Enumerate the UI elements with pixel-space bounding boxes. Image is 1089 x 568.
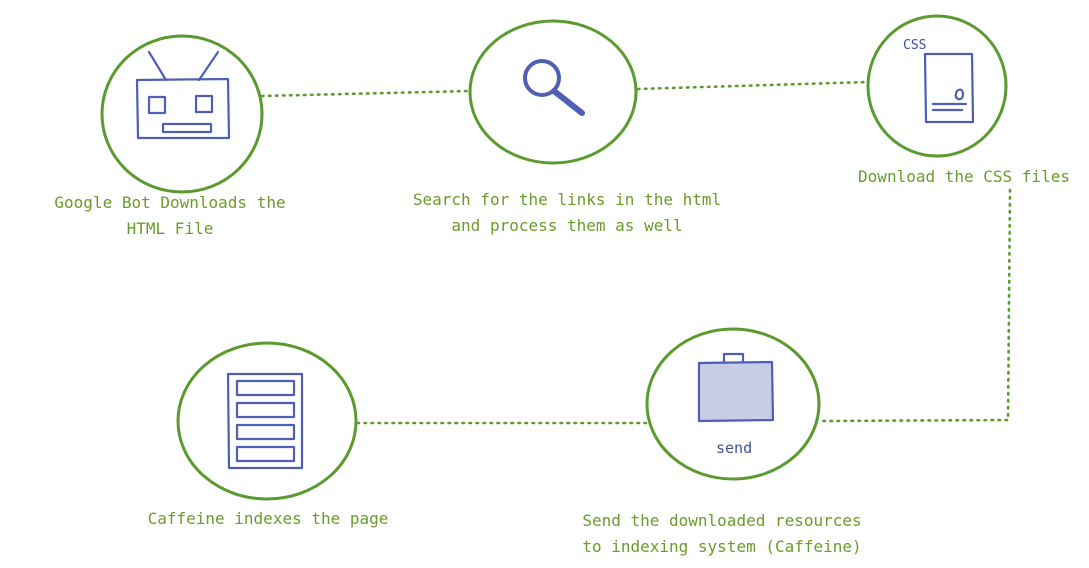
connector-search-css <box>636 80 870 91</box>
caption-line: Search for the links in the html <box>412 190 722 209</box>
caption-css: Download the CSS files <box>858 164 1070 190</box>
caption-caffeine: Caffeine indexes the page <box>148 506 389 532</box>
caption-line: Send the downloaded resources <box>582 511 862 530</box>
node-ring-googlebot <box>100 34 264 194</box>
index-list-icon <box>226 372 304 470</box>
connector-css-send <box>818 188 1012 423</box>
folder-icon: send <box>697 352 775 457</box>
node-ring-css <box>866 14 1008 158</box>
caption-search: Search for the links in the html and pro… <box>413 187 721 239</box>
caption-send: Send the downloaded resources to indexin… <box>582 508 861 560</box>
node-ring-search <box>468 19 638 165</box>
caption-line: and process them as well <box>451 216 683 235</box>
caption-line: Caffeine indexes the page <box>147 509 389 528</box>
magnifier-icon <box>523 59 585 116</box>
caption-line: Google Bot Downloads the <box>54 193 286 212</box>
node-ring-send <box>645 327 821 481</box>
node-ring-caffeine <box>176 341 358 501</box>
connector-googlebot-search <box>260 89 472 98</box>
css-icon-label: CSS <box>903 38 926 53</box>
send-icon-label: send <box>716 439 752 457</box>
caption-line: Download the CSS files <box>858 167 1070 186</box>
css-document-icon: CSS <box>903 38 975 124</box>
caption-line: HTML File <box>126 219 214 238</box>
caption-googlebot: Google Bot Downloads the HTML File <box>54 190 285 242</box>
caption-line: to indexing system (Caffeine) <box>582 537 862 556</box>
robot-icon <box>135 50 231 140</box>
